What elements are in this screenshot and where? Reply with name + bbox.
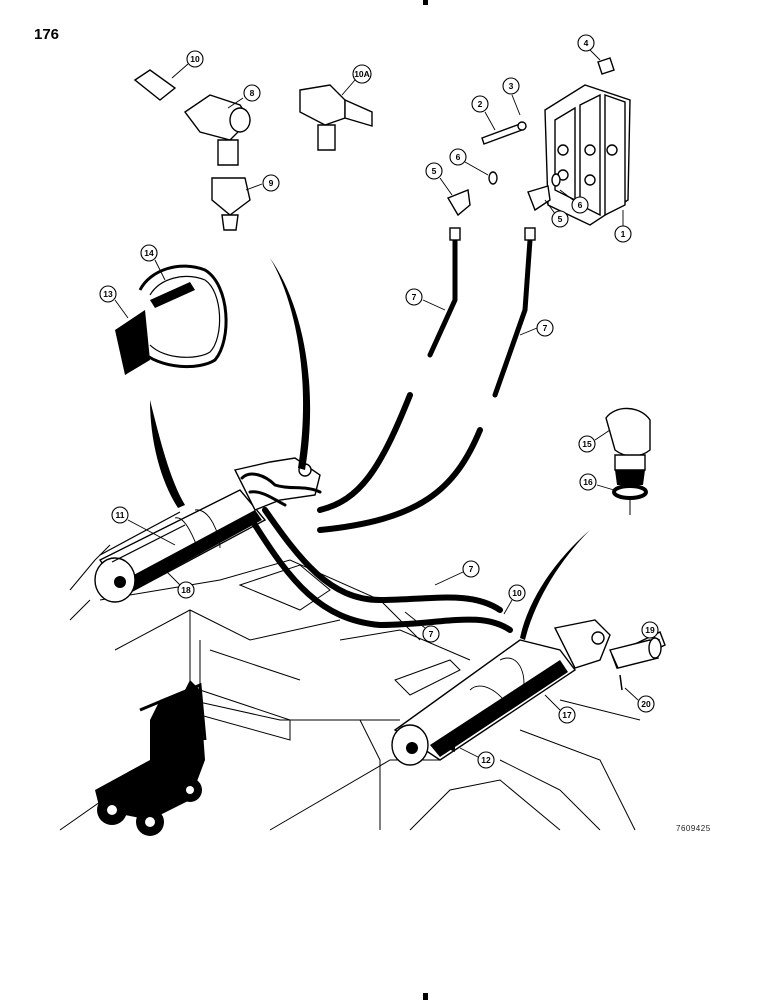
callout-7d-label: 7 <box>429 629 434 639</box>
pivot-pin <box>609 637 662 669</box>
callout-5a-label: 5 <box>432 166 437 176</box>
fittings <box>446 121 561 241</box>
callout-group: 1 2 3 4 5 5 6 6 7 7 <box>99 34 661 769</box>
callout-5b-label: 5 <box>558 214 563 224</box>
tee-fittings <box>133 69 373 231</box>
right-lift-cylinder <box>391 619 666 766</box>
callout-1-circle <box>614 225 632 243</box>
callout-6a-label: 6 <box>456 152 461 162</box>
top-page-mark <box>423 0 428 5</box>
callout-16-label: 16 <box>583 477 593 487</box>
callout-10b-label: 10 <box>512 588 522 598</box>
bottom-page-mark <box>423 993 428 1000</box>
callout-19-label: 19 <box>645 625 655 635</box>
left-lift-cylinder <box>94 457 321 603</box>
callout-20-label: 20 <box>641 699 651 709</box>
reference-code: 7609425 <box>676 824 711 833</box>
assembly-leader-bands <box>150 258 590 640</box>
callout-2-label: 2 <box>478 99 483 109</box>
callout-15-label: 15 <box>582 439 592 449</box>
callout-9-label: 9 <box>269 178 274 188</box>
callout-3-label: 3 <box>509 81 514 91</box>
callout-17-label: 17 <box>562 710 572 720</box>
page-number: 176 <box>34 26 60 43</box>
callout-7c-label: 7 <box>469 564 474 574</box>
forklift-locator-icon <box>95 680 207 836</box>
callout-6b-label: 6 <box>578 200 583 210</box>
callout-10a-label: 10 <box>190 54 200 64</box>
callout-4-label: 4 <box>584 38 589 48</box>
callout-7a-label: 7 <box>412 292 417 302</box>
callout-10A-label: 10A <box>354 69 370 79</box>
callout-13-label: 13 <box>103 289 113 299</box>
hydraulic-hoses <box>240 237 533 633</box>
callout-8-label: 8 <box>250 88 255 98</box>
control-valve <box>544 57 631 226</box>
hose-clamp <box>115 264 228 375</box>
callout-18-label: 18 <box>181 585 191 595</box>
callout-14-label: 14 <box>144 248 154 258</box>
callout-11-label: 11 <box>116 510 125 520</box>
callout-12-label: 12 <box>481 755 491 765</box>
callout-1-label: 1 <box>621 229 626 239</box>
callout-7b-label: 7 <box>543 323 548 333</box>
elbow-fitting <box>605 407 651 515</box>
